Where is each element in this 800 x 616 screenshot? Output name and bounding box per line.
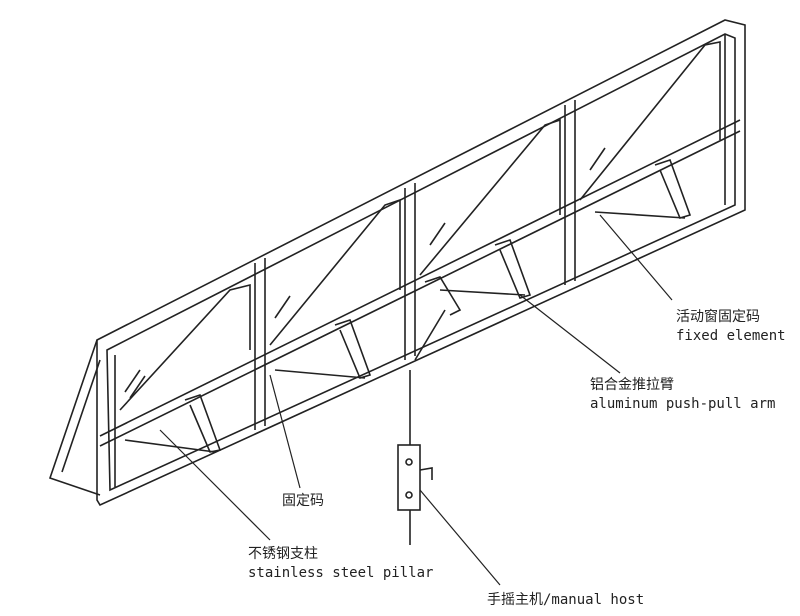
pillar-zh: 不锈钢支柱 xyxy=(248,546,318,562)
sashes xyxy=(119,41,721,411)
fixed-element-label: 活动窗固定码 fixed element xyxy=(676,308,786,346)
pillar-en: stainless steel pillar xyxy=(248,565,434,581)
fixing-clip-label: 固定码 xyxy=(282,492,324,511)
fixed-element-en: fixed element xyxy=(676,328,786,344)
pillar-label: 不锈钢支柱 stainless steel pillar xyxy=(248,545,433,583)
manual-host-text: 手摇主机/manual host xyxy=(487,592,645,608)
fixing-clip-zh: 固定码 xyxy=(282,493,324,509)
manual-host-label: 手摇主机/manual host xyxy=(487,591,644,610)
window-frame xyxy=(96,19,746,507)
push-pull-arm-en: aluminum push-pull arm xyxy=(590,396,776,412)
drive-bar xyxy=(99,119,741,447)
manual-host xyxy=(397,370,433,545)
push-pull-arms xyxy=(124,158,692,453)
leader-lines xyxy=(159,214,673,586)
fixed-element-zh: 活动窗固定码 xyxy=(676,309,760,325)
push-pull-arm-zh: 铝合金推拉臂 xyxy=(590,377,674,393)
mullions xyxy=(254,100,576,430)
back-strut xyxy=(48,339,101,496)
push-pull-arm-label: 铝合金推拉臂 aluminum push-pull arm xyxy=(590,376,775,414)
